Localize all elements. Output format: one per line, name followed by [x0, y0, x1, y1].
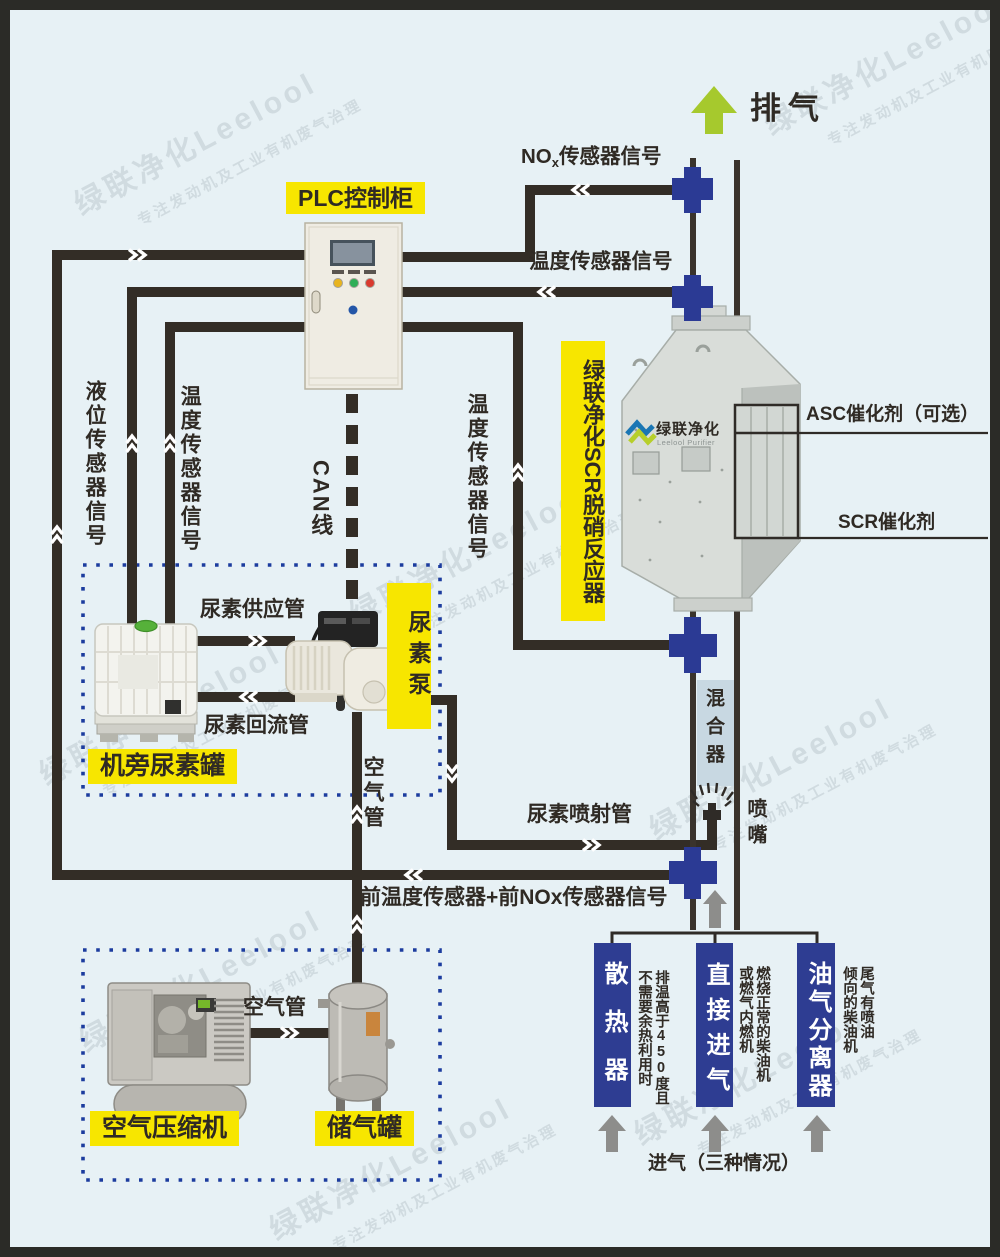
- intake-arrow-separator: [803, 1115, 831, 1152]
- tank-temp-signal-label: 温度传感器信号: [178, 385, 202, 553]
- outlet-cross-connector: [669, 617, 717, 673]
- exhaust-up-arrow: [691, 86, 737, 134]
- urea-injection-line: [396, 695, 717, 850]
- air-compressor: [107, 982, 251, 1128]
- intake-arrow-radiator: [598, 1115, 626, 1152]
- urea-pump: [285, 610, 403, 711]
- nox-signal-label: NOx传感器信号: [521, 145, 662, 170]
- air-tank-label: 储气罐: [315, 1111, 415, 1146]
- intake-caption: 进气（三种情况）: [648, 1153, 801, 1174]
- plc-cabinet: [304, 222, 403, 390]
- air-compressor-label: 空气压缩机: [90, 1111, 240, 1146]
- nox-sensor-line: [398, 185, 682, 262]
- intake-source-direct: 直接进气: [696, 943, 733, 1107]
- air-pipe-vertical-label: 空气管: [361, 756, 385, 831]
- intake-arrow-direct: [701, 1115, 729, 1152]
- nozzle-icon: [690, 782, 734, 820]
- temp-sensor-connector: [672, 275, 713, 321]
- nox-suffix: 传感器信号: [558, 145, 662, 168]
- air-storage-tank: [318, 982, 395, 1114]
- nox-sensor-connector: [672, 167, 713, 213]
- air-pipe-horizontal-label: 空气管: [243, 996, 306, 1019]
- urea-tank-label: 机旁尿素罐: [88, 749, 238, 784]
- level-sensor-line: [127, 287, 312, 712]
- flow-arrows: [50, 183, 602, 1040]
- plc-cabinet-label: PLC控制柜: [286, 182, 425, 215]
- mid-temp-sensor-line: [398, 322, 682, 650]
- reactor-logo-en: Leelool Purifier: [657, 438, 716, 447]
- reactor-logo-cn: 绿联净化: [656, 421, 721, 438]
- level-signal-label: 液位传感器信号: [83, 380, 107, 548]
- can-line-label: CAN线: [308, 460, 334, 538]
- intake-note-separator: 尾气有喷油 倾向的柴油机: [841, 966, 874, 1053]
- front-sensor-line: [52, 250, 686, 880]
- urea-station-dotted-box: [81, 563, 442, 797]
- air-supply-dotted-box: [81, 948, 442, 1182]
- mixer-label: 混合器: [703, 688, 724, 772]
- intake-arrow-duct: [703, 890, 727, 928]
- urea-ibc-tank: [94, 619, 198, 742]
- inlet-cross-connector: [669, 847, 717, 899]
- intake-note-direct: 燃烧正常的柴油机 或燃气内燃机: [737, 966, 770, 1082]
- asc-catalyst-label: ASC催化剂（可选）: [806, 404, 980, 425]
- scr-catalyst-label: SCR催化剂: [838, 512, 936, 533]
- nozzle-label: 喷嘴: [744, 798, 766, 850]
- mid-temp-signal-label: 温度传感器信号: [465, 393, 489, 561]
- mixer-block: [697, 680, 734, 786]
- intake-source-separator: 油气分离器: [797, 943, 835, 1107]
- intake-note-radiator: 排温高于450度且 不需要余热利用时: [636, 970, 669, 1105]
- urea-pump-label: 尿素泵: [387, 583, 431, 729]
- tank-temp-sensor-line: [165, 322, 312, 708]
- intake-source-radiator: 散热器: [594, 943, 631, 1107]
- urea-supply-label: 尿素供应管: [200, 598, 305, 621]
- exhaust-label: 排气: [750, 91, 826, 126]
- reactor-label: 绿联净化SCR脱硝反应器: [561, 341, 605, 621]
- scr-reactor: [621, 305, 988, 612]
- urea-injection-label: 尿素喷射管: [527, 803, 632, 826]
- nox-subscript: x: [551, 155, 559, 170]
- front-sensor-label: 前温度传感器+前NOx传感器信号: [360, 886, 668, 909]
- nox-prefix: NO: [521, 145, 552, 168]
- urea-return-label: 尿素回流管: [204, 714, 309, 737]
- temp-signal-top-label: 温度传感器信号: [529, 250, 673, 273]
